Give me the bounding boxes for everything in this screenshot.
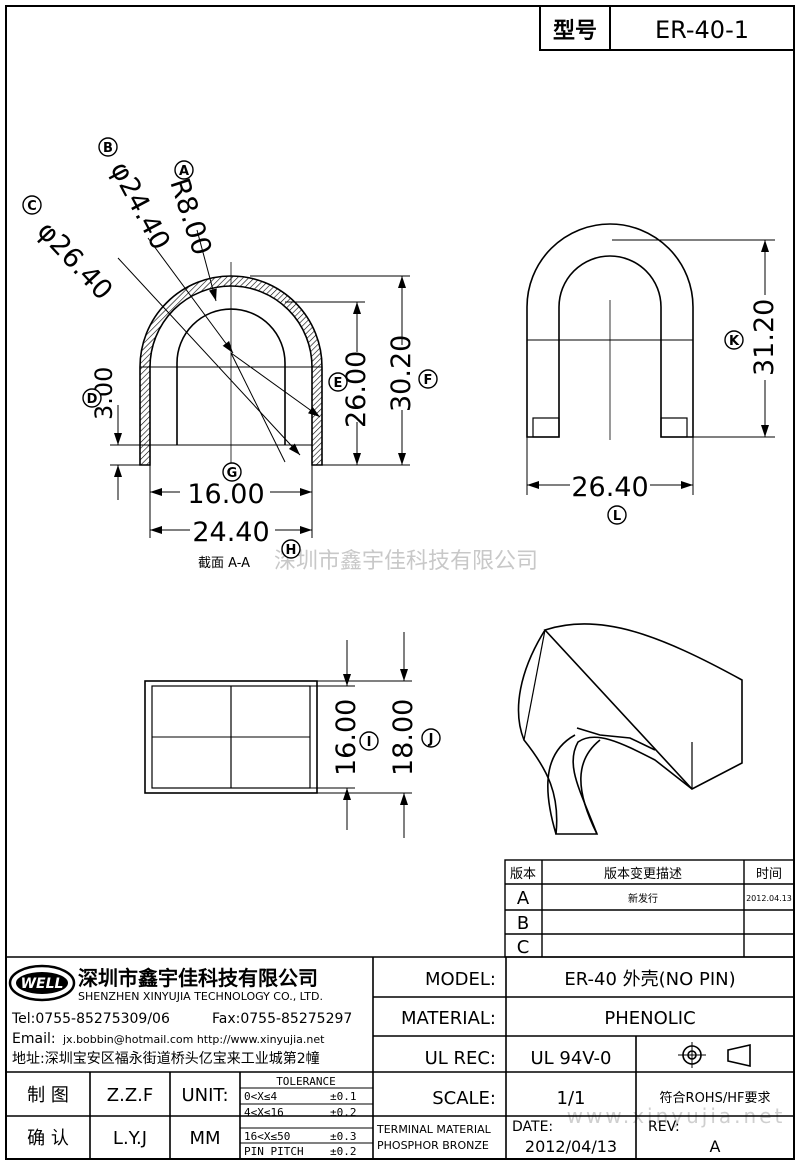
company-logo: WELL <box>8 964 76 1002</box>
rev-row-a-rev: A <box>517 888 530 909</box>
tolerance-range-2: 4<X≤16 <box>244 1106 284 1119</box>
title-block-grid <box>6 956 794 1159</box>
terminal-material-label: TERMINAL MATERIAL <box>376 1123 492 1136</box>
material-value: PHENOLIC <box>604 1008 695 1029</box>
company-name-cn: 深圳市鑫宇佳科技有限公司 <box>78 966 318 990</box>
callout-B: B <box>103 141 113 156</box>
unit-label: UNIT: <box>181 1085 228 1106</box>
rev-row-c-rev: C <box>517 937 530 958</box>
callout-J: J <box>428 732 434 747</box>
dim-H-text: 24.40 <box>192 517 269 548</box>
model-value: ER-40 外壳(NO PIN) <box>564 969 735 990</box>
page-frame <box>5 5 795 1160</box>
company-email: jx.bobbin@hotmail.com http://www.xinyuji… <box>62 1033 325 1046</box>
dim-C-text: φ26.40 <box>31 216 119 307</box>
front-view <box>526 223 775 495</box>
company-name-en: SHENZHEN XINYUJIA TECHNOLOGY CO., LTD. <box>78 990 323 1003</box>
rev-row-a-date: 2012.04.13 <box>746 894 792 903</box>
rev-header-date: 时间 <box>756 867 782 882</box>
callout-G: G <box>227 466 238 481</box>
tolerance-range-4: PIN PITCH <box>244 1145 304 1158</box>
dim-J-text: 18.00 <box>388 699 419 776</box>
scale-value: 1/1 <box>557 1088 586 1109</box>
tolerance-value-4: ±0.2 <box>330 1145 357 1158</box>
callout-K: K <box>729 334 740 349</box>
tolerance-range-1: 0<X≤4 <box>244 1090 277 1103</box>
dim-I-text: 16.00 <box>331 699 362 776</box>
dim-K-text: 31.20 <box>749 299 780 376</box>
model-label: MODEL: <box>425 969 496 990</box>
revision-table-text: 版本 版本变更描述 时间 A 新发行 2012.04.13 B C <box>510 866 792 958</box>
type-label: 型号 <box>553 19 597 44</box>
date-label: DATE: <box>512 1119 553 1135</box>
rev-row-b-rev: B <box>517 913 529 934</box>
section-view-labels: φ26.40 φ24.40 R8.00 3.00 26.00 30.20 16.… <box>31 157 417 571</box>
callout-letters: B A C D E F G H I J K L <box>27 141 740 750</box>
rev-value: A <box>710 1137 721 1156</box>
company-fax: Fax:0755-85275297 <box>212 1011 352 1027</box>
callout-F: F <box>424 373 433 388</box>
scale-label: SCALE: <box>432 1088 496 1109</box>
part-number-header: 型号 ER-40-1 <box>539 5 795 51</box>
rev-row-a-desc: 新发行 <box>628 892 658 905</box>
terminal-material-value: PHOSPHOR BRONZE <box>377 1139 489 1152</box>
tolerance-range-3: 16<X≤50 <box>244 1130 290 1143</box>
unit-value: MM <box>189 1128 220 1149</box>
tolerance-title: TOLERANCE <box>276 1075 336 1088</box>
callout-circles <box>22 137 744 751</box>
checked-label: 确 认 <box>27 1128 69 1149</box>
callout-L: L <box>613 509 621 524</box>
rohs-note: 符合ROHS/HF要求 <box>660 1090 771 1106</box>
dim-F-text: 30.20 <box>386 335 417 412</box>
projection-symbol-icon <box>678 1042 751 1068</box>
ulrec-value: UL 94V-0 <box>530 1048 611 1069</box>
callout-E: E <box>334 376 343 391</box>
callout-A: A <box>179 164 189 179</box>
callout-C: C <box>27 199 37 214</box>
dim-E-text: 26.00 <box>341 351 372 428</box>
company-email-label: Email: <box>12 1031 56 1047</box>
drawn-label: 制 图 <box>27 1085 69 1106</box>
date-value: 2012/04/13 <box>525 1137 617 1156</box>
ulrec-label: UL REC: <box>425 1048 496 1069</box>
rev-header-desc: 版本变更描述 <box>604 866 682 882</box>
section-view <box>110 229 410 538</box>
company-tel: Tel:0755-85275309/06 <box>11 1011 170 1027</box>
checked-value: L.Y.J <box>113 1128 147 1149</box>
rev-header-version: 版本 <box>510 867 536 882</box>
isometric-view <box>517 623 743 835</box>
dim-A-text: R8.00 <box>163 175 217 260</box>
material-label: MATERIAL: <box>401 1008 496 1029</box>
callout-I: I <box>367 735 372 750</box>
rev-label: REV: <box>648 1119 680 1135</box>
dim-B-text: φ24.40 <box>104 157 176 256</box>
tolerance-value-2: ±0.2 <box>330 1106 357 1119</box>
company-address: 地址:深圳宝安区福永街道桥头亿宝来工业城第2幢 <box>12 1050 320 1067</box>
callout-H: H <box>286 543 297 558</box>
dim-L-text: 26.40 <box>571 472 648 503</box>
logo-text: WELL <box>21 976 64 992</box>
callout-D: D <box>87 392 98 407</box>
tolerance-value-1: ±0.1 <box>330 1090 357 1103</box>
top-view <box>144 632 412 838</box>
tolerance-value-3: ±0.3 <box>330 1130 357 1143</box>
watermark-company: 深圳市鑫宇佳科技有限公司 <box>274 549 538 574</box>
section-label: 截面 A-A <box>198 556 250 571</box>
part-number: ER-40-1 <box>655 16 749 44</box>
drawn-value: Z.Z.F <box>107 1085 153 1106</box>
dim-G-text: 16.00 <box>187 479 264 510</box>
